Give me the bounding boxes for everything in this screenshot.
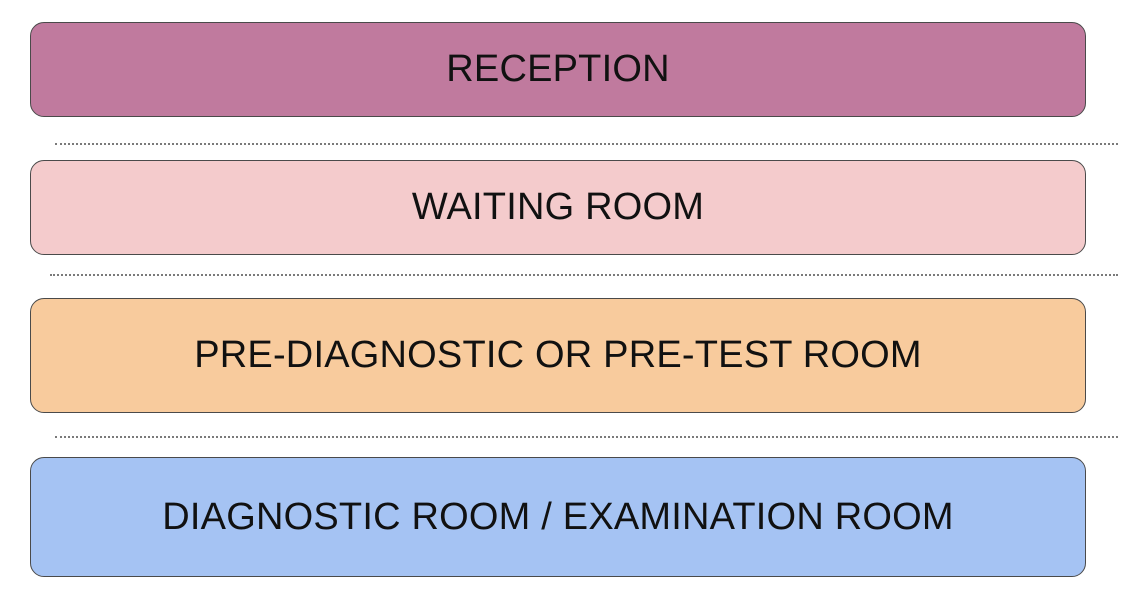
stage-diagnostic-room: DIAGNOSTIC ROOM / EXAMINATION ROOM (30, 457, 1086, 577)
stage-reception: RECEPTION (30, 22, 1086, 117)
dotted-separator (55, 436, 1118, 438)
dotted-separator (55, 143, 1118, 145)
dotted-separator (50, 274, 1118, 276)
stage-pre-diagnostic-room: PRE-DIAGNOSTIC OR PRE-TEST ROOM (30, 298, 1086, 413)
stage-waiting-room: WAITING ROOM (30, 160, 1086, 255)
